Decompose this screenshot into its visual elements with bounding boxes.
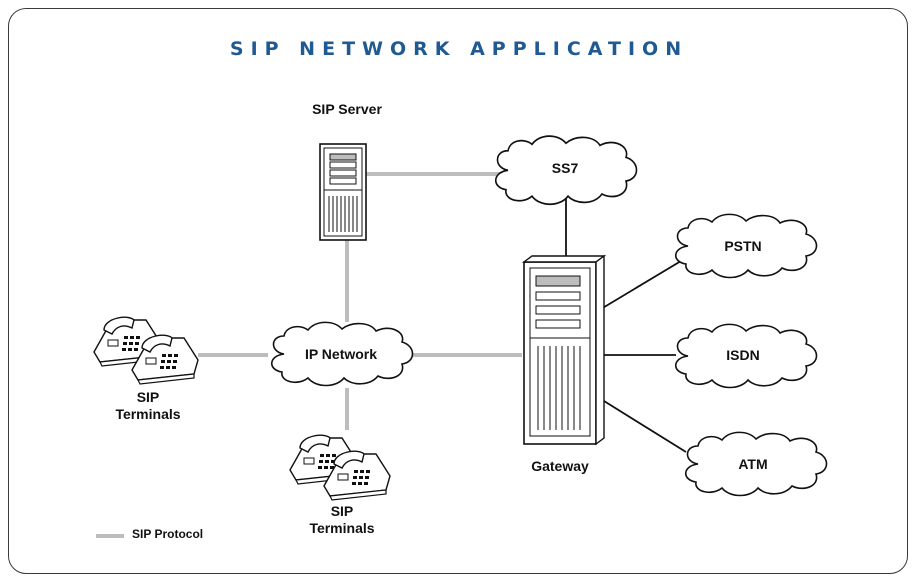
sip-terminals-left-label: SIP Terminals xyxy=(108,389,188,423)
sip-links xyxy=(198,172,522,430)
sip-server-label: SIP Server xyxy=(312,101,382,117)
gateway-server-icon xyxy=(521,254,607,446)
sip-terminals-left-line2: Terminals xyxy=(115,406,181,422)
atm-label: ATM xyxy=(738,456,768,472)
ss7-label: SS7 xyxy=(551,160,579,176)
sip-terminals-bottom-icon xyxy=(289,434,391,501)
sip-terminals-bottom-label: SIP Terminals xyxy=(302,503,382,537)
link-gateway-atm xyxy=(595,395,687,453)
pstn-label: PSTN xyxy=(724,238,762,254)
isdn-label: ISDN xyxy=(726,347,760,363)
sip-server-icon xyxy=(319,143,367,241)
other-links xyxy=(565,196,687,453)
legend-sip-protocol-swatch xyxy=(96,534,124,538)
sip-terminals-bottom-line1: SIP xyxy=(330,503,354,519)
sip-terminals-left-icon xyxy=(93,316,199,385)
link-gateway-pstn xyxy=(595,257,687,313)
sip-terminals-bottom-line2: Terminals xyxy=(309,520,375,536)
diagram-title: SIP NETWORK APPLICATION xyxy=(229,38,689,60)
ip-network-label: IP Network xyxy=(304,346,378,362)
legend-sip-protocol-label: SIP Protocol xyxy=(132,527,204,541)
gateway-label: Gateway xyxy=(531,458,589,474)
sip-terminals-left-line1: SIP xyxy=(136,389,160,405)
